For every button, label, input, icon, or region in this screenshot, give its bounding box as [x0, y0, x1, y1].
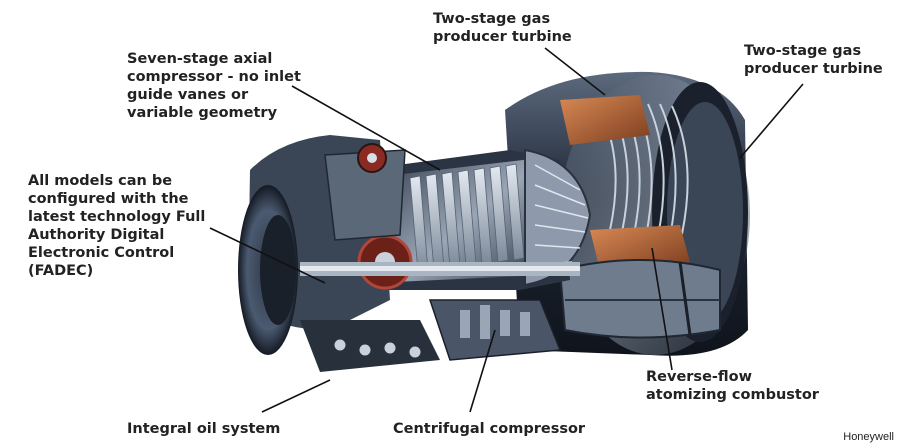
label-oil-system: Integral oil system [127, 421, 281, 437]
turbine-section [505, 71, 750, 356]
label-combustor: Reverse-flow atomizing combustor [646, 369, 819, 403]
leader-lines [209, 47, 804, 413]
image-credit: Honeywell [843, 431, 894, 443]
axial-compressor [360, 148, 592, 290]
label-fadec: All models can be configured with the la… [28, 173, 206, 279]
label-turbine-top: Two-stage gas producer turbine [433, 11, 572, 45]
label-axial-compressor: Seven-stage axial compressor - no inlet … [127, 51, 301, 121]
label-turbine-right: Two-stage gas producer turbine [744, 43, 883, 77]
inlet-gearbox-section [238, 135, 580, 372]
label-centrifugal-compressor: Centrifugal compressor [393, 421, 586, 437]
